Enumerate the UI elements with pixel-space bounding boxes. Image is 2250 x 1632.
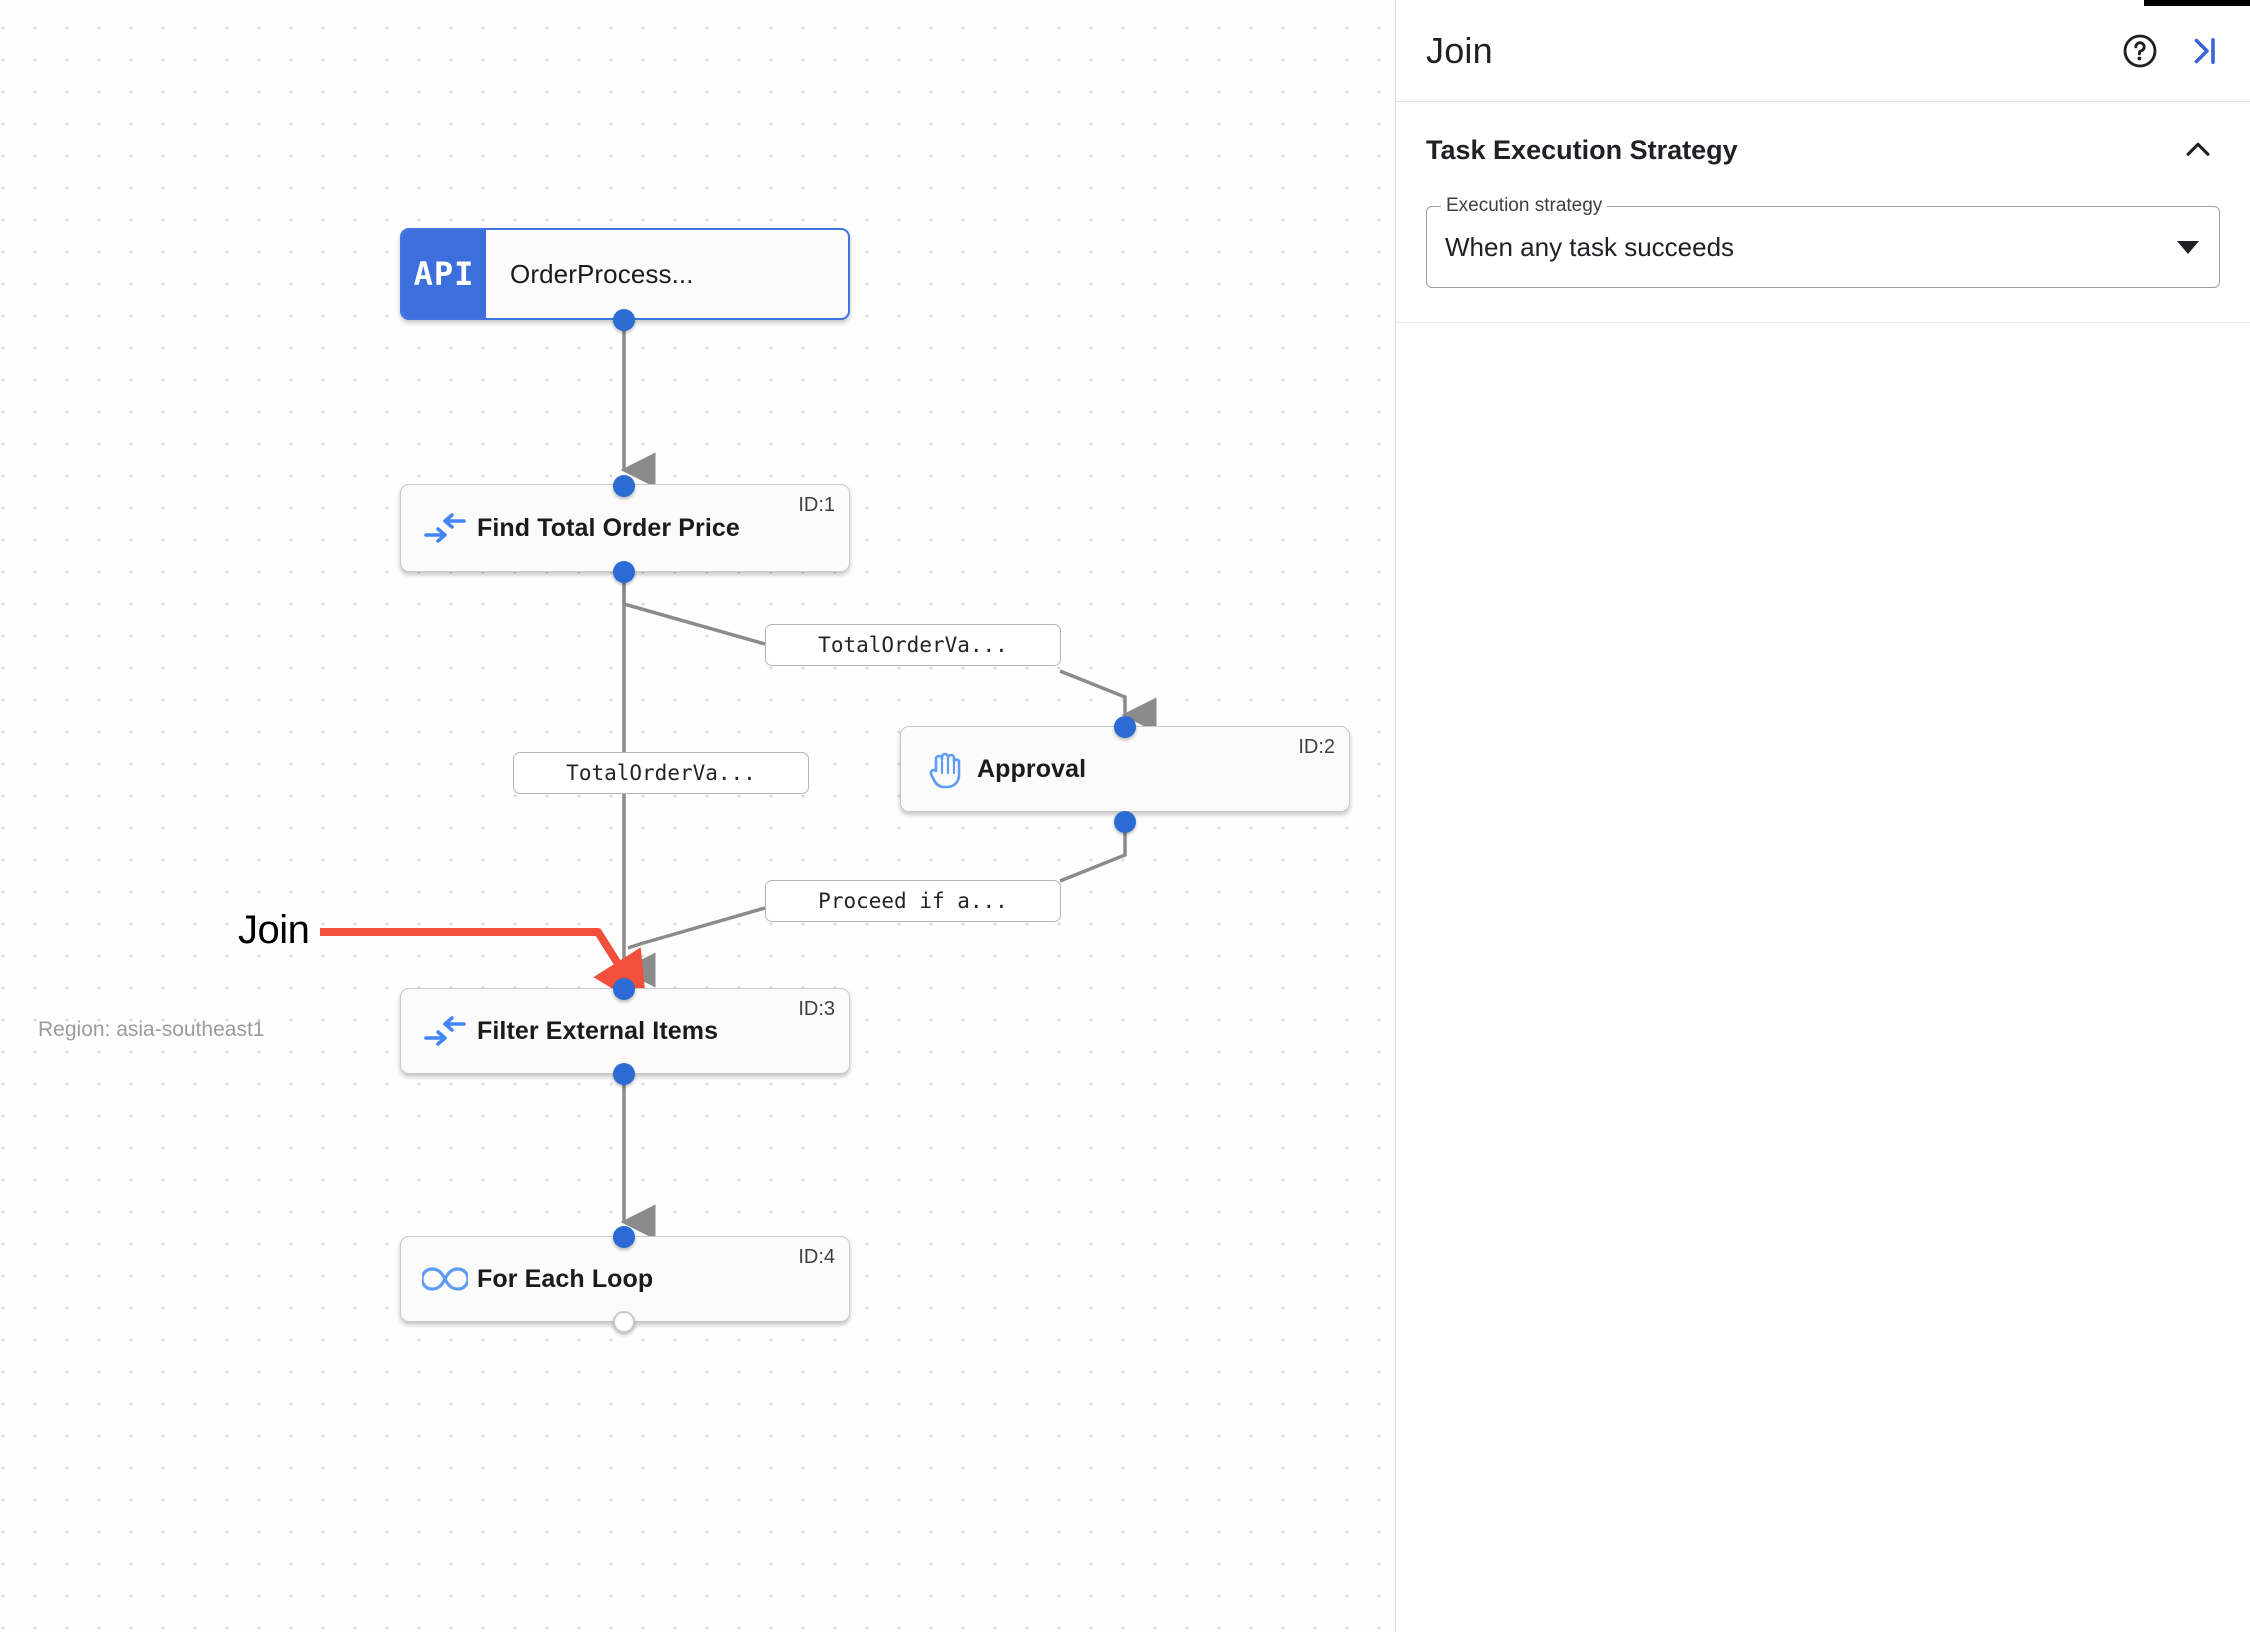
api-badge: API: [402, 230, 486, 318]
workflow-canvas[interactable]: Join API OrderProcess... Find Total Orde…: [0, 0, 1395, 1632]
task-execution-strategy-section: Task Execution Strategy Execution strate…: [1396, 102, 2250, 323]
node-id-badge: ID:1: [798, 494, 835, 516]
merge-arrows-icon: [413, 1016, 477, 1046]
node-id-badge: ID:3: [798, 998, 835, 1020]
section-header[interactable]: Task Execution Strategy: [1426, 102, 2220, 198]
edge-task2-to-task3-b: [627, 906, 766, 950]
port-task3-out[interactable]: [613, 1063, 635, 1085]
node-title: Approval: [977, 754, 1087, 783]
port-task2-out[interactable]: [1114, 811, 1136, 833]
port-task1-in[interactable]: [613, 475, 635, 497]
edge-label-totalordervalue-1[interactable]: TotalOrderVa...: [765, 624, 1061, 666]
node-trigger-orderprocess[interactable]: API OrderProcess...: [400, 228, 850, 320]
node-task-approval[interactable]: Approval ID:2: [900, 726, 1350, 812]
raised-hand-icon: [913, 749, 977, 789]
window-chrome-bar: [2144, 0, 2250, 6]
node-task-filter-external-items[interactable]: Filter External Items ID:3: [400, 988, 850, 1074]
section-title: Task Execution Strategy: [1426, 134, 1738, 165]
port-task3-in[interactable]: [613, 978, 635, 1000]
node-title: Find Total Order Price: [477, 513, 740, 542]
side-panel: Join Task Execution Strategy: [1395, 0, 2250, 1632]
node-title: Filter External Items: [477, 1016, 719, 1045]
node-title: For Each Loop: [477, 1264, 654, 1293]
port-trigger-out[interactable]: [613, 309, 635, 331]
chevron-up-icon[interactable]: [2176, 128, 2220, 172]
port-task1-out[interactable]: [613, 561, 635, 583]
help-circle-icon[interactable]: [2116, 27, 2164, 75]
node-task-for-each-loop[interactable]: For Each Loop ID:4: [400, 1236, 850, 1322]
edge-task2-to-task3-a: [1059, 822, 1127, 883]
edge-task1-to-task2-b: [1059, 669, 1157, 733]
node-title: OrderProcess...: [510, 258, 694, 289]
annotation-label-join: Join: [238, 908, 310, 952]
edge-task1-to-task2-a: [622, 572, 766, 646]
region-label: Region: asia-southeast1: [38, 1018, 265, 1041]
annotation-arrow-join: [320, 928, 647, 1010]
execution-strategy-label: Execution strategy: [1441, 196, 1608, 216]
edge-label-proceed-if-approved[interactable]: Proceed if a...: [765, 880, 1061, 922]
panel-title: Join: [1426, 29, 1493, 71]
edge-label-totalordervalue-2[interactable]: TotalOrderVa...: [513, 752, 809, 794]
node-task-find-total-order-price[interactable]: Find Total Order Price ID:1: [400, 484, 850, 572]
execution-strategy-select[interactable]: Execution strategy When any task succeed…: [1426, 196, 2220, 288]
infinity-icon: [413, 1266, 477, 1292]
port-task4-in[interactable]: [613, 1226, 635, 1248]
port-task2-in[interactable]: [1114, 716, 1136, 738]
node-id-badge: ID:4: [798, 1246, 835, 1268]
merge-arrows-icon: [413, 513, 477, 543]
panel-header: Join: [1396, 0, 2250, 102]
collapse-panel-icon[interactable]: [2180, 27, 2228, 75]
execution-strategy-value: When any task succeeds: [1445, 231, 1735, 262]
triangle-down-icon[interactable]: [2177, 240, 2199, 254]
node-id-badge: ID:2: [1298, 736, 1335, 758]
port-task4-out[interactable]: [613, 1311, 635, 1333]
